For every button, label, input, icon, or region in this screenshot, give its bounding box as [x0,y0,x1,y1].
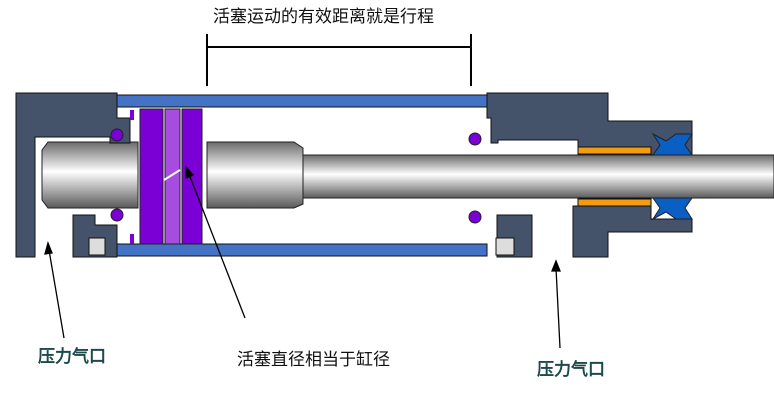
check-valve [495,237,515,256]
piston-disc [181,108,203,245]
stroke-title: 活塞运动的有效距离就是行程 [213,7,434,27]
seal [130,234,134,244]
wiper-seal [651,197,693,221]
pointer-arrows [44,165,561,349]
left-port-label: 压力气口 [38,347,106,367]
barrel-top [116,94,488,108]
o-ring [110,208,124,222]
piston-wear-ring [164,108,181,245]
guide-bushing [577,146,652,155]
barrel-bottom [116,243,488,257]
o-ring [468,210,482,224]
wiper-seal [651,132,693,156]
right-end-cap-lower [572,197,693,258]
right-port-label: 压力气口 [537,360,605,380]
check-valve [88,237,106,256]
piston-disc [139,108,164,245]
o-ring [468,132,482,146]
rod-cushion-right [206,141,304,209]
stroke-dimension [206,34,472,86]
seal [130,110,134,120]
piston-diameter-label: 活塞直径相当于缸径 [237,350,390,370]
left-end-cap-lower [72,214,118,258]
o-ring [110,128,124,142]
piston-rod [295,154,774,199]
left-end-cap [15,92,131,258]
guide-bushing [577,198,652,207]
rod-cushion-left [41,141,139,209]
